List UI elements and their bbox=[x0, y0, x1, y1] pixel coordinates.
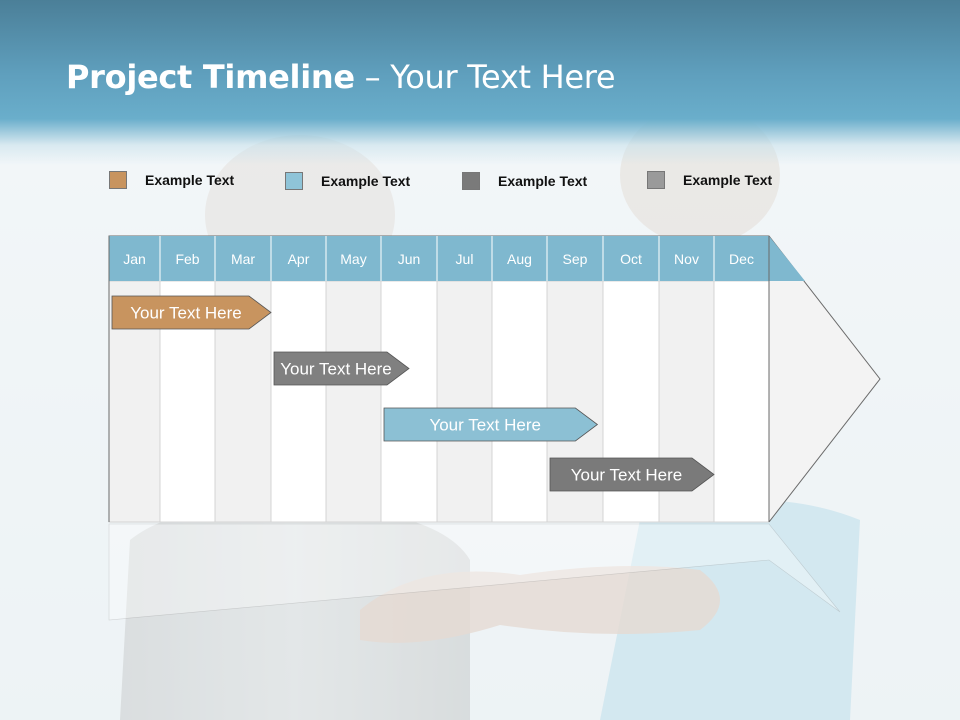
month-column bbox=[270, 280, 327, 523]
month-column bbox=[380, 280, 438, 523]
legend-item-1: Example Text bbox=[109, 171, 234, 189]
task-label-2: Your Text Here bbox=[280, 360, 392, 379]
header-band bbox=[0, 0, 960, 165]
month-column bbox=[491, 280, 548, 523]
elder-body bbox=[120, 504, 470, 720]
month-label-may: May bbox=[340, 251, 366, 267]
month-column bbox=[325, 280, 382, 523]
legend-item-4: Example Text bbox=[647, 171, 772, 189]
timeline-reflection bbox=[108, 523, 841, 621]
month-label-apr: Apr bbox=[288, 251, 310, 267]
legend-label-3: Example Text bbox=[498, 173, 588, 189]
month-label-jul: Jul bbox=[456, 251, 474, 267]
legend-item-3: Example Text bbox=[462, 172, 587, 190]
month-label-sep: Sep bbox=[563, 251, 588, 267]
legend-label-2: Example Text bbox=[321, 173, 411, 189]
page-title: Project Timeline – Your Text Here bbox=[66, 58, 616, 96]
legend-swatch-1 bbox=[109, 171, 127, 189]
legend-label-4: Example Text bbox=[683, 172, 773, 188]
month-label-jan: Jan bbox=[123, 251, 146, 267]
title-bold: Project Timeline bbox=[66, 58, 355, 96]
task-bar-3 bbox=[383, 407, 599, 442]
nurse-body bbox=[600, 500, 860, 720]
month-label-feb: Feb bbox=[175, 251, 199, 267]
title-rest: – Your Text Here bbox=[354, 58, 616, 96]
month-column bbox=[713, 280, 770, 523]
legend-swatch-4 bbox=[647, 171, 665, 189]
month-label-aug: Aug bbox=[507, 251, 532, 267]
legend-swatch-2 bbox=[285, 172, 303, 190]
month-label-mar: Mar bbox=[231, 251, 255, 267]
legend-label-1: Example Text bbox=[145, 172, 235, 188]
month-label-oct: Oct bbox=[620, 251, 642, 267]
month-header-band bbox=[109, 236, 805, 281]
task-bar-1 bbox=[111, 295, 272, 330]
legend-swatch-3 bbox=[462, 172, 480, 190]
task-label-4: Your Text Here bbox=[571, 466, 683, 485]
task-label-3: Your Text Here bbox=[429, 416, 541, 435]
task-bar-2 bbox=[273, 351, 410, 386]
task-bar-4 bbox=[549, 457, 715, 492]
legend-item-2: Example Text bbox=[285, 172, 410, 190]
month-column bbox=[436, 280, 493, 523]
task-label-1: Your Text Here bbox=[130, 304, 242, 323]
month-label-dec: Dec bbox=[729, 251, 754, 267]
month-label-jun: Jun bbox=[398, 251, 421, 267]
month-label-nov: Nov bbox=[674, 251, 699, 267]
hands bbox=[360, 566, 720, 643]
